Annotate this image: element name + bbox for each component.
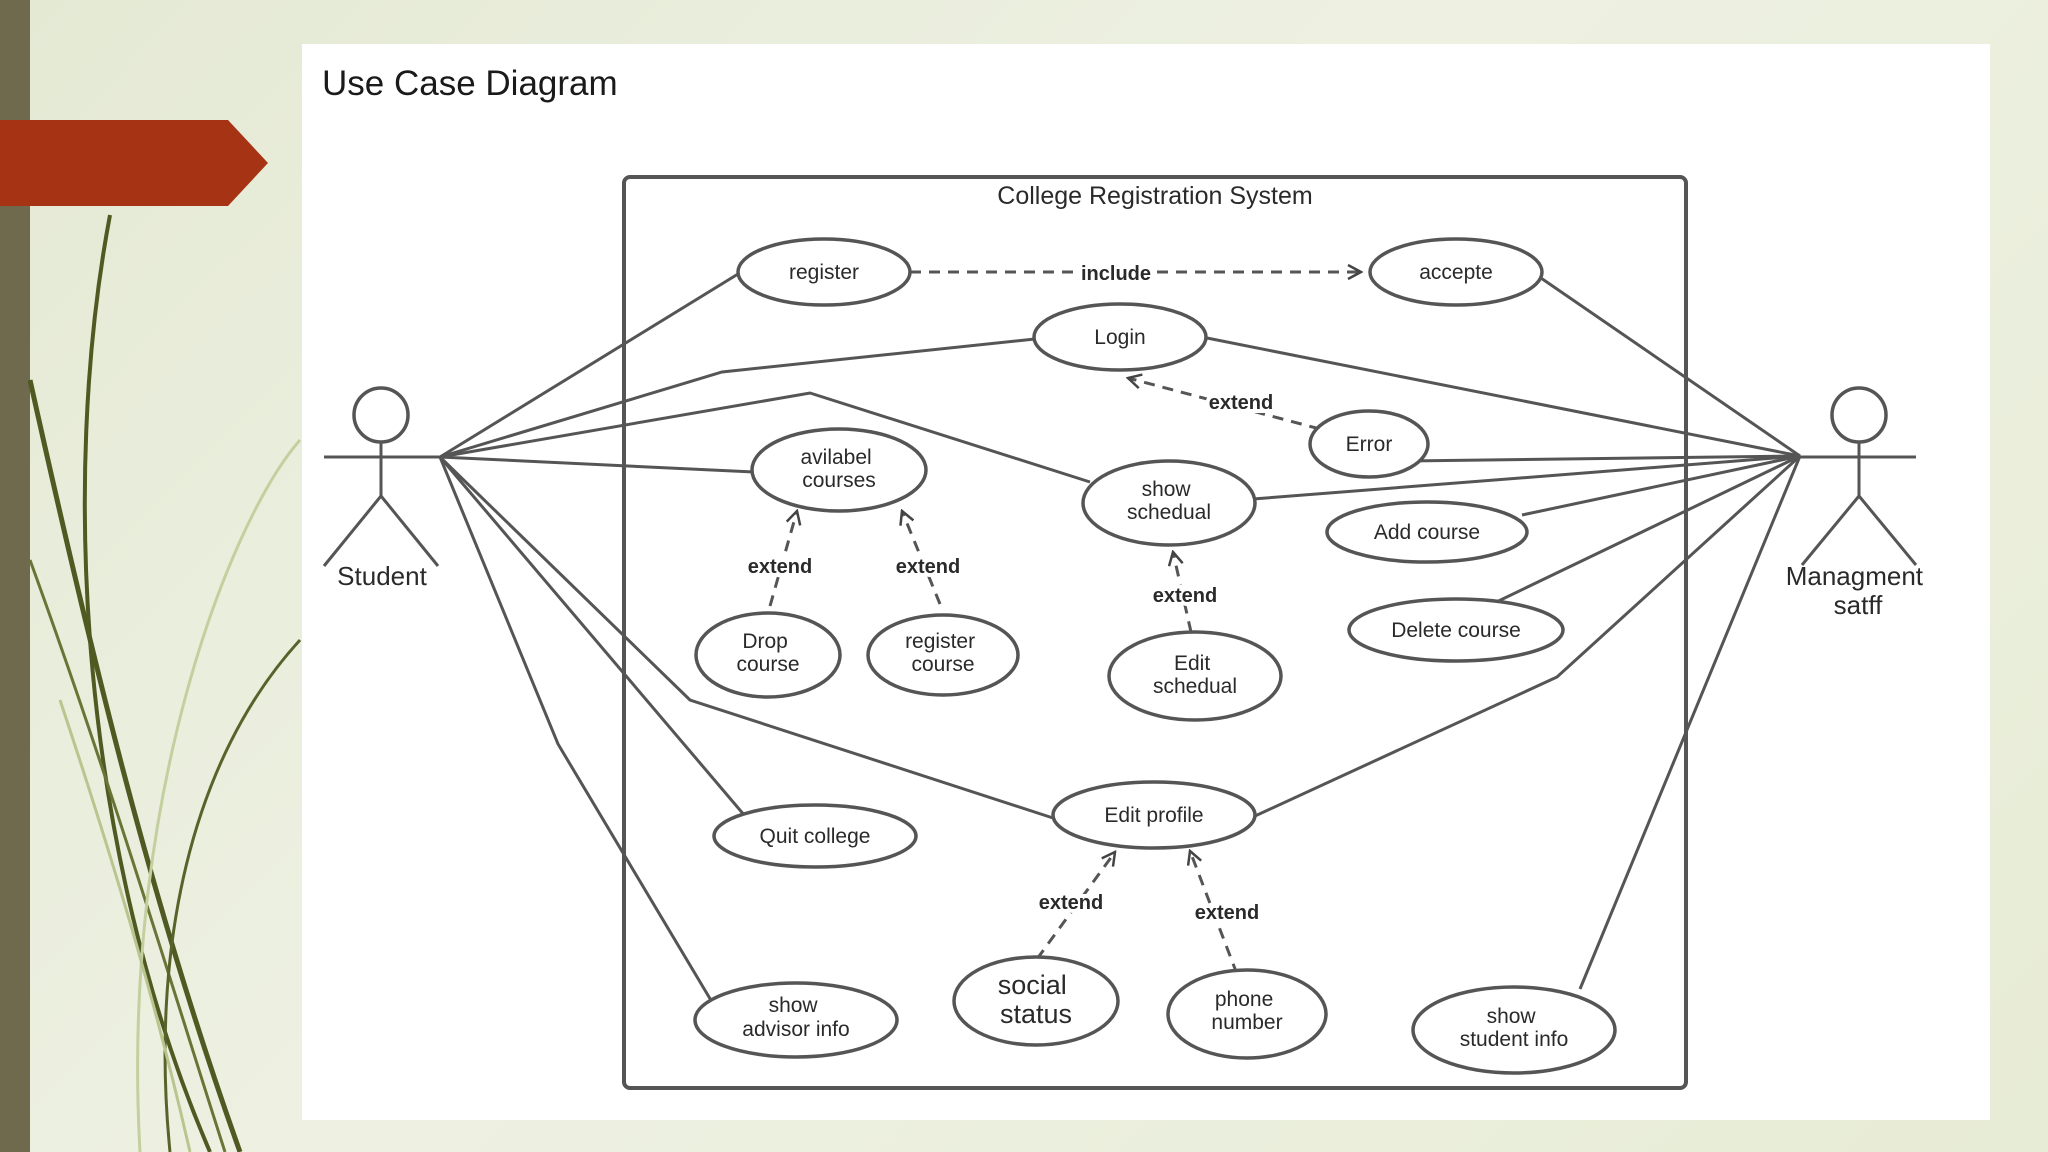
use-case-label-line2: number [1211, 1011, 1282, 1034]
svg-text:register: register [789, 261, 859, 284]
svg-text:Delete course: Delete course [1391, 619, 1521, 642]
diagram-panel: Use Case Diagram College Registration Sy… [302, 44, 1990, 1120]
extend-label-social-status: extend [1039, 892, 1103, 914]
use-case-login: Login [1032, 302, 1208, 372]
use-case-label: Login [1094, 326, 1145, 349]
use-case-error: Error [1308, 409, 1430, 479]
include-label: include [1081, 263, 1151, 285]
use-case-label-line2: student info [1460, 1028, 1569, 1051]
use-case-add-course: Add course [1325, 500, 1529, 564]
extend-label-phone-number: extend [1195, 902, 1259, 924]
use-case-label: accepte [1419, 261, 1493, 284]
slide-title: Use Case Diagram [322, 64, 618, 103]
use-case-drop-course: Drop course [694, 611, 842, 699]
use-case-avilabel-courses: avilabel courses [750, 427, 928, 513]
use-case-label-line2: advisor info [742, 1018, 849, 1041]
svg-text:accepte: accepte [1419, 261, 1493, 284]
use-case-label-line1: show [1487, 1005, 1537, 1028]
use-case-phone-number: phone number [1166, 968, 1328, 1060]
svg-text:Error: Error [1346, 433, 1393, 456]
use-case-register: register [736, 237, 912, 307]
svg-text:Edit profile: Edit profile [1104, 804, 1203, 827]
extend-label-error: extend [1209, 392, 1273, 414]
decorative-swooshes [27, 214, 302, 1152]
use-case-label-line1: Edit [1174, 652, 1210, 675]
staff-associations [1206, 274, 1802, 990]
svg-text:show student info: show student info [1460, 1005, 1569, 1051]
student-associations [438, 272, 1091, 1003]
use-case-accepte: accepte [1368, 237, 1544, 307]
use-case-label-line2: courses [802, 469, 876, 492]
use-case-label-line2: course [736, 653, 799, 676]
use-case-diagram: College Registration System [322, 175, 1931, 1090]
use-case-label-line1: phone [1215, 988, 1273, 1011]
use-case-label: Quit college [760, 825, 871, 848]
svg-text:Edit schedual: Edit schedual [1153, 652, 1237, 698]
svg-text:avilabel courses: avilabel courses [800, 446, 877, 492]
use-case-register-course: register course [866, 613, 1020, 697]
use-case-quit-college: Quit college [712, 803, 918, 869]
use-case-label-line1: show [1142, 478, 1192, 501]
staff-actor-icon [1800, 386, 1918, 566]
system-name: College Registration System [997, 182, 1312, 210]
use-case-show-student-info: show student info [1411, 985, 1617, 1075]
use-case-label-line2: schedual [1153, 675, 1237, 698]
extend-label-edit-schedual: extend [1153, 585, 1217, 607]
svg-text:register course: register course [905, 630, 981, 676]
use-case-label-line1: social [998, 970, 1067, 1000]
use-case-show-schedual: show schedual [1081, 459, 1257, 547]
student-actor-icon [322, 386, 440, 567]
use-case-label-line2: course [911, 653, 974, 676]
extend-label-register-course: extend [896, 556, 960, 578]
svg-text:Add course: Add course [1374, 521, 1480, 544]
system-boundary [622, 175, 1688, 1090]
svg-text:Quit college: Quit college [760, 825, 871, 848]
student-actor-label: Student [337, 561, 427, 591]
use-case-label-line2: schedual [1127, 501, 1211, 524]
svg-text:Login: Login [1094, 326, 1145, 349]
use-case-label: Edit profile [1104, 804, 1203, 827]
staff-actor-label: Managment satff [1786, 561, 1931, 620]
title-arrow-flag [0, 120, 268, 206]
use-case-label-line1: avilabel [800, 446, 871, 469]
svg-text:show advisor info: show advisor info [742, 994, 849, 1041]
use-case-label: register [789, 261, 859, 284]
use-case-show-advisor-info: show advisor info [693, 981, 899, 1059]
svg-text:Drop course: Drop course [736, 630, 799, 676]
use-case-label: Add course [1374, 521, 1480, 544]
use-case-label-line1: show [769, 994, 819, 1017]
use-case-label-line1: Drop [742, 630, 788, 653]
svg-text:show schedual: show schedual [1127, 478, 1211, 524]
relationship-arrows [768, 272, 1361, 975]
use-case-label-line1: register [905, 630, 975, 653]
svg-text:phone number: phone number [1211, 988, 1282, 1034]
staff-actor-label-line2: satff [1834, 590, 1883, 620]
svg-text:social status: social status [998, 970, 1075, 1029]
use-case-label: Delete course [1391, 619, 1521, 642]
use-case-social-status: social status [952, 955, 1120, 1047]
use-case-edit-schedual: Edit schedual [1107, 630, 1283, 722]
staff-actor-label-line1: Managment [1786, 561, 1924, 591]
use-case-delete-course: Delete course [1347, 597, 1565, 663]
use-case-label: Error [1346, 433, 1393, 456]
use-case-label-line2: status [1000, 999, 1072, 1029]
use-case-edit-profile: Edit profile [1051, 780, 1257, 850]
extend-label-drop-course: extend [748, 556, 812, 578]
